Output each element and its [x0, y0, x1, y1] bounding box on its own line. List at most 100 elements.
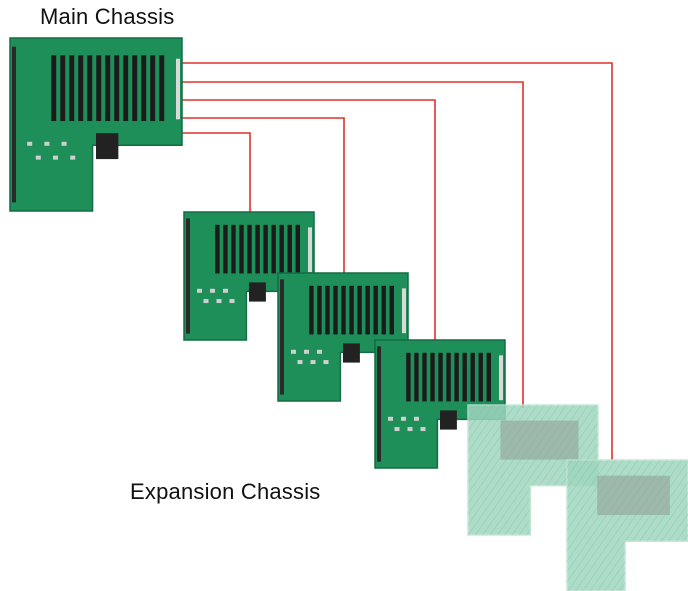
pci-slot [132, 55, 138, 122]
pci-slot [478, 352, 483, 402]
component [304, 349, 309, 354]
main-chassis-label: Main Chassis [40, 4, 175, 29]
main-chassis-board [9, 37, 183, 212]
pci-slot [247, 224, 252, 274]
pci-slot [295, 224, 300, 274]
pci-slot [263, 224, 268, 274]
pci-slot [470, 352, 475, 402]
component [223, 288, 228, 293]
side-connector [499, 355, 503, 401]
side-connector [176, 58, 180, 120]
pci-slot [430, 352, 435, 402]
edge-connector [186, 218, 190, 334]
pci-slot [357, 285, 362, 335]
connection-cable [182, 117, 345, 273]
pci-slot [150, 55, 156, 122]
pci-slot [389, 285, 394, 335]
pci-slot [231, 224, 236, 274]
expansion-chassis-board [467, 404, 599, 536]
component [27, 141, 33, 146]
component [203, 299, 209, 304]
cable-group [182, 62, 613, 460]
pci-slot [317, 285, 322, 335]
connection-cable [182, 62, 613, 460]
pci-slot [159, 55, 165, 122]
component [317, 349, 322, 354]
faded-slot-block [597, 475, 670, 516]
pci-slot [462, 352, 467, 402]
pci-slot [123, 55, 129, 122]
component [197, 288, 202, 293]
connection-cable [182, 99, 436, 340]
pci-slot [141, 55, 147, 122]
pci-slot [341, 285, 346, 335]
chip [96, 133, 119, 160]
connection-cable [182, 132, 251, 212]
pci-slot [406, 352, 411, 402]
pci-slot [287, 224, 292, 274]
side-connector [402, 288, 406, 334]
component [401, 416, 406, 421]
component [420, 427, 426, 432]
pci-slot [271, 224, 276, 274]
edge-connector [377, 346, 381, 462]
pci-slot [105, 55, 111, 122]
pci-slot [454, 352, 459, 402]
component [388, 416, 393, 421]
pci-slot [51, 55, 57, 122]
chip [440, 410, 457, 430]
pci-slot [422, 352, 427, 402]
edge-connector [280, 279, 284, 395]
pci-slot [96, 55, 102, 122]
expansion-chassis-board [183, 211, 315, 341]
pci-slot [446, 352, 451, 402]
component [61, 141, 67, 146]
pci-slot [114, 55, 120, 122]
component [323, 360, 329, 365]
board-group [9, 37, 688, 591]
component [210, 288, 215, 293]
component [53, 155, 58, 160]
chip [249, 282, 266, 302]
pci-slot [78, 55, 84, 122]
pci-slot [438, 352, 443, 402]
component [407, 427, 413, 432]
pci-slot [279, 224, 284, 274]
pci-slot [349, 285, 354, 335]
pci-slot [333, 285, 338, 335]
component [44, 141, 50, 146]
pci-slot [87, 55, 93, 122]
pci-slot [239, 224, 244, 274]
pci-slot [69, 55, 75, 122]
chip [343, 343, 360, 363]
faded-slot-block [500, 420, 579, 460]
pci-slot [223, 224, 228, 274]
component [35, 155, 41, 160]
pci-slot [486, 352, 491, 402]
pci-slot [60, 55, 66, 122]
component [297, 360, 303, 365]
pci-slot [325, 285, 330, 335]
component [229, 299, 235, 304]
pci-slot [215, 224, 220, 274]
expansion-chassis-label: Expansion Chassis [130, 479, 321, 504]
component [394, 427, 400, 432]
expansion-chassis-board [374, 339, 506, 469]
board-outline [9, 37, 183, 212]
connection-cable [182, 81, 524, 408]
pci-slot [381, 285, 386, 335]
component [414, 416, 419, 421]
pci-slot [373, 285, 378, 335]
side-connector [308, 227, 312, 273]
pci-slot [365, 285, 370, 335]
component [310, 360, 316, 365]
edge-connector [12, 46, 16, 203]
pci-slot [414, 352, 419, 402]
component [216, 299, 222, 304]
component [291, 349, 296, 354]
component [70, 155, 76, 160]
expansion-chassis-board [277, 272, 409, 402]
pci-slot [255, 224, 260, 274]
expansion-chassis-board [566, 459, 688, 591]
